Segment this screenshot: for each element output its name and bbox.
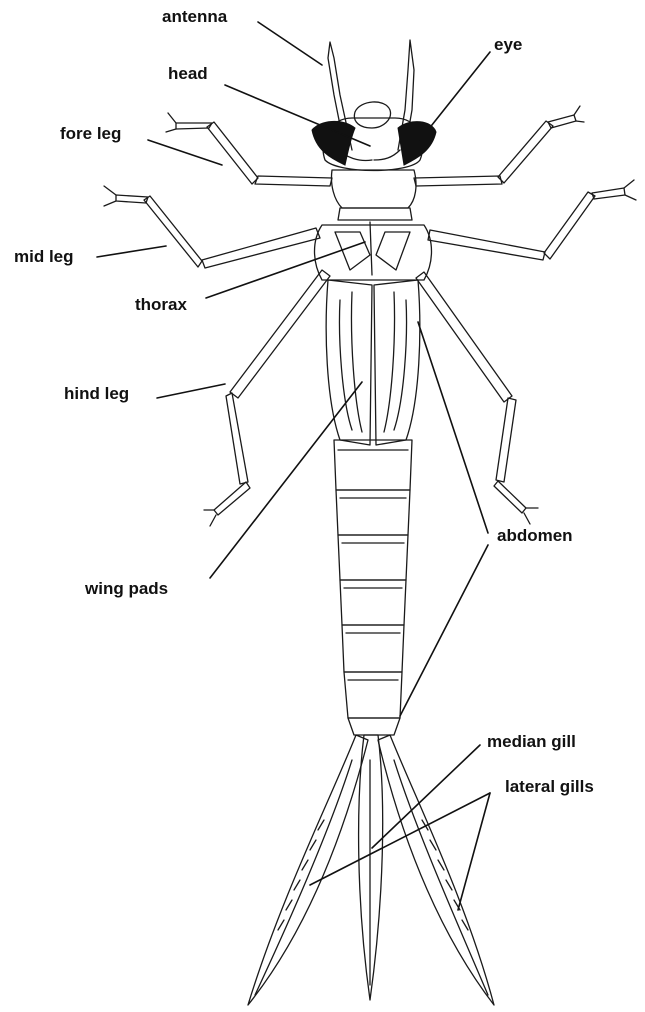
leader-lines bbox=[97, 22, 490, 910]
mid-leg-leader bbox=[97, 246, 166, 257]
label-mid-leg: mid leg bbox=[14, 248, 74, 265]
thorax-drawing bbox=[315, 170, 432, 280]
wing-pads-drawing bbox=[326, 280, 420, 445]
legs-drawing bbox=[104, 106, 636, 526]
median-gill-leader bbox=[372, 745, 480, 848]
hind-leg-leader bbox=[157, 384, 225, 398]
label-abdomen: abdomen bbox=[497, 527, 573, 544]
label-antenna: antenna bbox=[162, 8, 227, 25]
label-hind-leg: hind leg bbox=[64, 385, 129, 402]
left-lateral-gill-shape bbox=[248, 735, 368, 1005]
abdomen-leader-upper bbox=[418, 322, 488, 533]
abdomen-leader-lower bbox=[400, 545, 488, 716]
left-eye-shape bbox=[312, 121, 355, 165]
thorax-leader bbox=[206, 242, 365, 298]
label-lateral-gills: lateral gills bbox=[505, 778, 594, 795]
lateral-gills-leader-right bbox=[458, 793, 490, 910]
label-head: head bbox=[168, 65, 208, 82]
label-wing-pads: wing pads bbox=[85, 580, 168, 597]
label-median-gill: median gill bbox=[487, 733, 576, 750]
head-leader bbox=[225, 85, 370, 146]
abdomen-drawing bbox=[334, 440, 412, 735]
gills-drawing bbox=[248, 735, 494, 1005]
eye-leader bbox=[420, 52, 490, 140]
label-thorax: thorax bbox=[135, 296, 187, 313]
head-drawing bbox=[312, 102, 436, 171]
right-lateral-gill-shape bbox=[378, 735, 494, 1005]
label-eye: eye bbox=[494, 36, 522, 53]
label-fore-leg: fore leg bbox=[60, 125, 121, 142]
antenna-leader bbox=[258, 22, 322, 65]
fore-leg-leader bbox=[148, 140, 222, 165]
